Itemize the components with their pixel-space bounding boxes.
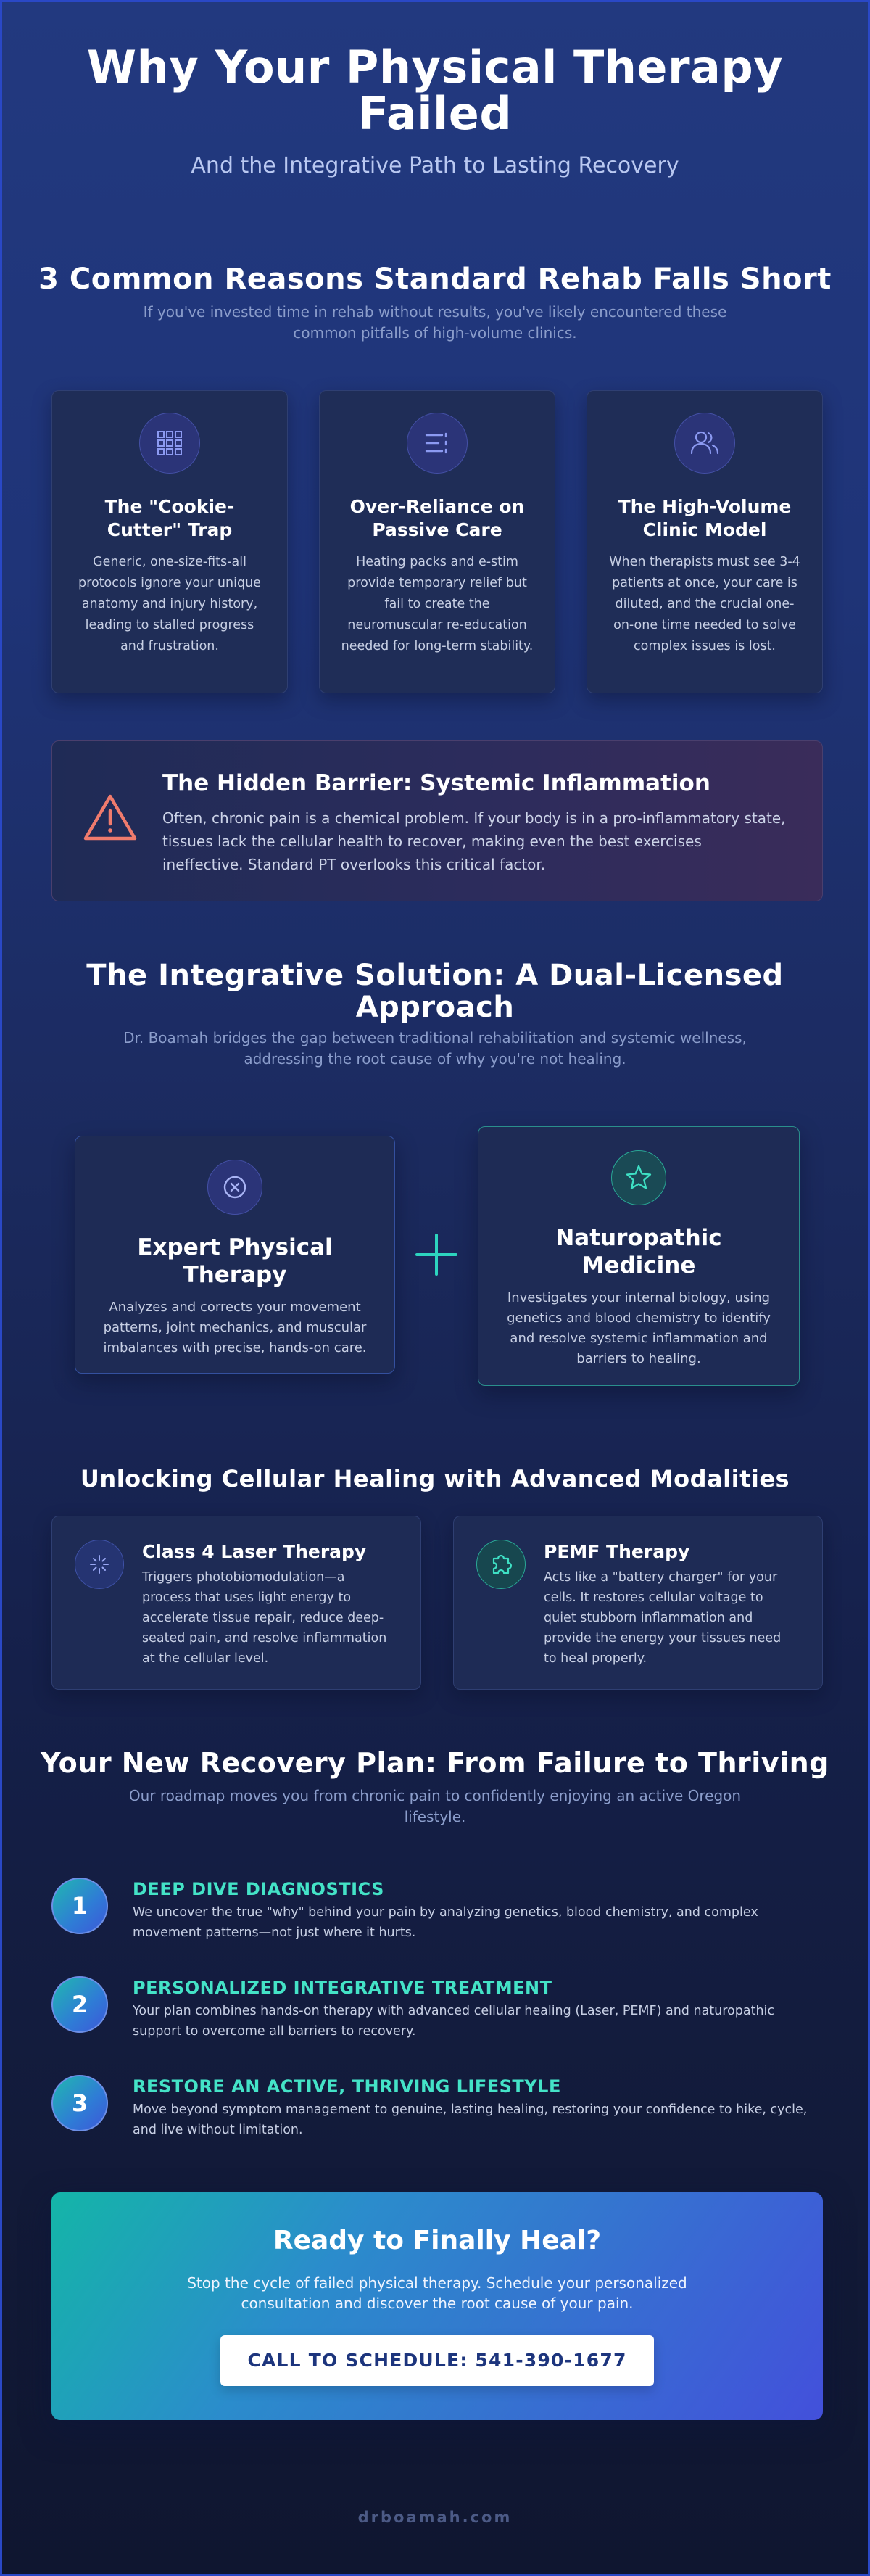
plan-heading: Your New Recovery Plan: From Failure to … (41, 1747, 829, 1779)
naturopathic-title: Naturopathic Medicine (555, 1225, 722, 1279)
target-icon (207, 1160, 262, 1215)
step-number: 2 (51, 1976, 108, 2033)
plan-step-2: 2 PERSONALIZED INTEGRATIVE TREATMENT You… (51, 1976, 823, 2042)
naturopathic-card: Naturopathic Medicine Investigates your … (478, 1126, 800, 1386)
modality-title: Class 4 Laser Therapy (142, 1541, 367, 1562)
step-text: Move beyond symptom management to genuin… (133, 2102, 808, 2137)
list-icon (407, 413, 468, 474)
pulse-puzzle-icon (476, 1540, 526, 1589)
users-icon (674, 413, 735, 474)
laser-burst-icon (75, 1540, 124, 1589)
modality-text: Acts like a "battery charger" for your c… (544, 1570, 782, 1666)
step-title: DEEP DIVE DIAGNOSTICS (133, 1879, 384, 1899)
cta-text: Stop the cycle of failed physical therap… (187, 2274, 687, 2312)
footer-domain[interactable]: drboamah.com (357, 2509, 513, 2526)
reason-card-cookie-cutter: The "Cookie- Cutter" Trap Generic, one-s… (51, 390, 288, 693)
plan-step-3: 3 RESTORE AN ACTIVE, THRIVING LIFESTYLE … (51, 2075, 823, 2140)
banner-text: Often, chronic pain is a chemical proble… (162, 809, 786, 873)
reason-card-text: Generic, one-size-fits-all protocols ign… (78, 555, 261, 653)
page-subtitle: And the Integrative Path to Lasting Reco… (191, 153, 679, 178)
step-title: PERSONALIZED INTEGRATIVE TREATMENT (133, 1978, 552, 1998)
reason-card-title: The High-Volume Clinic Model (618, 496, 792, 540)
naturopathic-text: Investigates your internal biology, usin… (507, 1290, 771, 1366)
step-title: RESTORE AN ACTIVE, THRIVING LIFESTYLE (133, 2076, 561, 2097)
plan-description: Our roadmap moves you from chronic pain … (128, 1787, 742, 1825)
step-number: 1 (51, 1878, 108, 1934)
reason-card-passive-care: Over-Reliance on Passive Care Heating pa… (319, 390, 555, 693)
inflammation-banner: The Hidden Barrier: Systemic Inflammatio… (51, 740, 823, 901)
physical-therapy-text: Analyzes and corrects your movement patt… (103, 1300, 367, 1355)
banner-title: The Hidden Barrier: Systemic Inflammatio… (162, 770, 710, 796)
solution-heading: The Integrative Solution: A Dual-License… (86, 959, 784, 1024)
modality-text: Triggers photobiomodulation—a process th… (142, 1570, 387, 1666)
step-text: Your plan combines hands-on therapy with… (133, 2004, 775, 2039)
modality-card-pemf: PEMF Therapy Acts like a "battery charge… (453, 1516, 823, 1690)
reason-card-title: The "Cookie- Cutter" Trap (104, 496, 235, 540)
star-icon (611, 1150, 666, 1205)
physical-therapy-title: Expert Physical Therapy (137, 1234, 333, 1288)
modality-title: PEMF Therapy (544, 1541, 690, 1562)
cta-panel: Ready to Finally Heal? Stop the cycle of… (51, 2192, 823, 2420)
reason-card-high-volume: The High-Volume Clinic Model When therap… (587, 390, 823, 693)
modalities-heading: Unlocking Cellular Healing with Advanced… (80, 1465, 790, 1493)
header: Why Your Physical Therapy Failed And the… (2, 41, 868, 179)
step-number: 3 (51, 2075, 108, 2131)
step-text: We uncover the true "why" behind your pa… (133, 1905, 758, 1940)
plan-step-1: 1 DEEP DIVE DIAGNOSTICS We uncover the t… (51, 1878, 823, 1943)
warning-triangle-icon (81, 792, 139, 847)
solution-description: Dr. Boamah bridges the gap between tradi… (123, 1029, 747, 1068)
call-to-schedule-button[interactable]: CALL TO SCHEDULE: 541-390-1677 (220, 2335, 654, 2386)
reasons-description: If you've invested time in rehab without… (143, 303, 727, 342)
page-title: Why Your Physical Therapy Failed (86, 41, 784, 140)
cta-title: Ready to Finally Heal? (273, 2226, 602, 2255)
physical-therapy-card: Expert Physical Therapy Analyzes and cor… (75, 1136, 395, 1374)
reason-card-text: Heating packs and e-stim provide tempora… (341, 555, 534, 653)
plus-icon (415, 1234, 457, 1276)
reason-card-text: When therapists must see 3-4 patients at… (609, 555, 800, 653)
reasons-heading: 3 Common Reasons Standard Rehab Falls Sh… (38, 263, 832, 296)
reason-card-title: Over-Reliance on Passive Care (349, 496, 525, 540)
grid-icon (139, 413, 200, 474)
modality-card-laser: Class 4 Laser Therapy Triggers photobiom… (51, 1516, 421, 1690)
